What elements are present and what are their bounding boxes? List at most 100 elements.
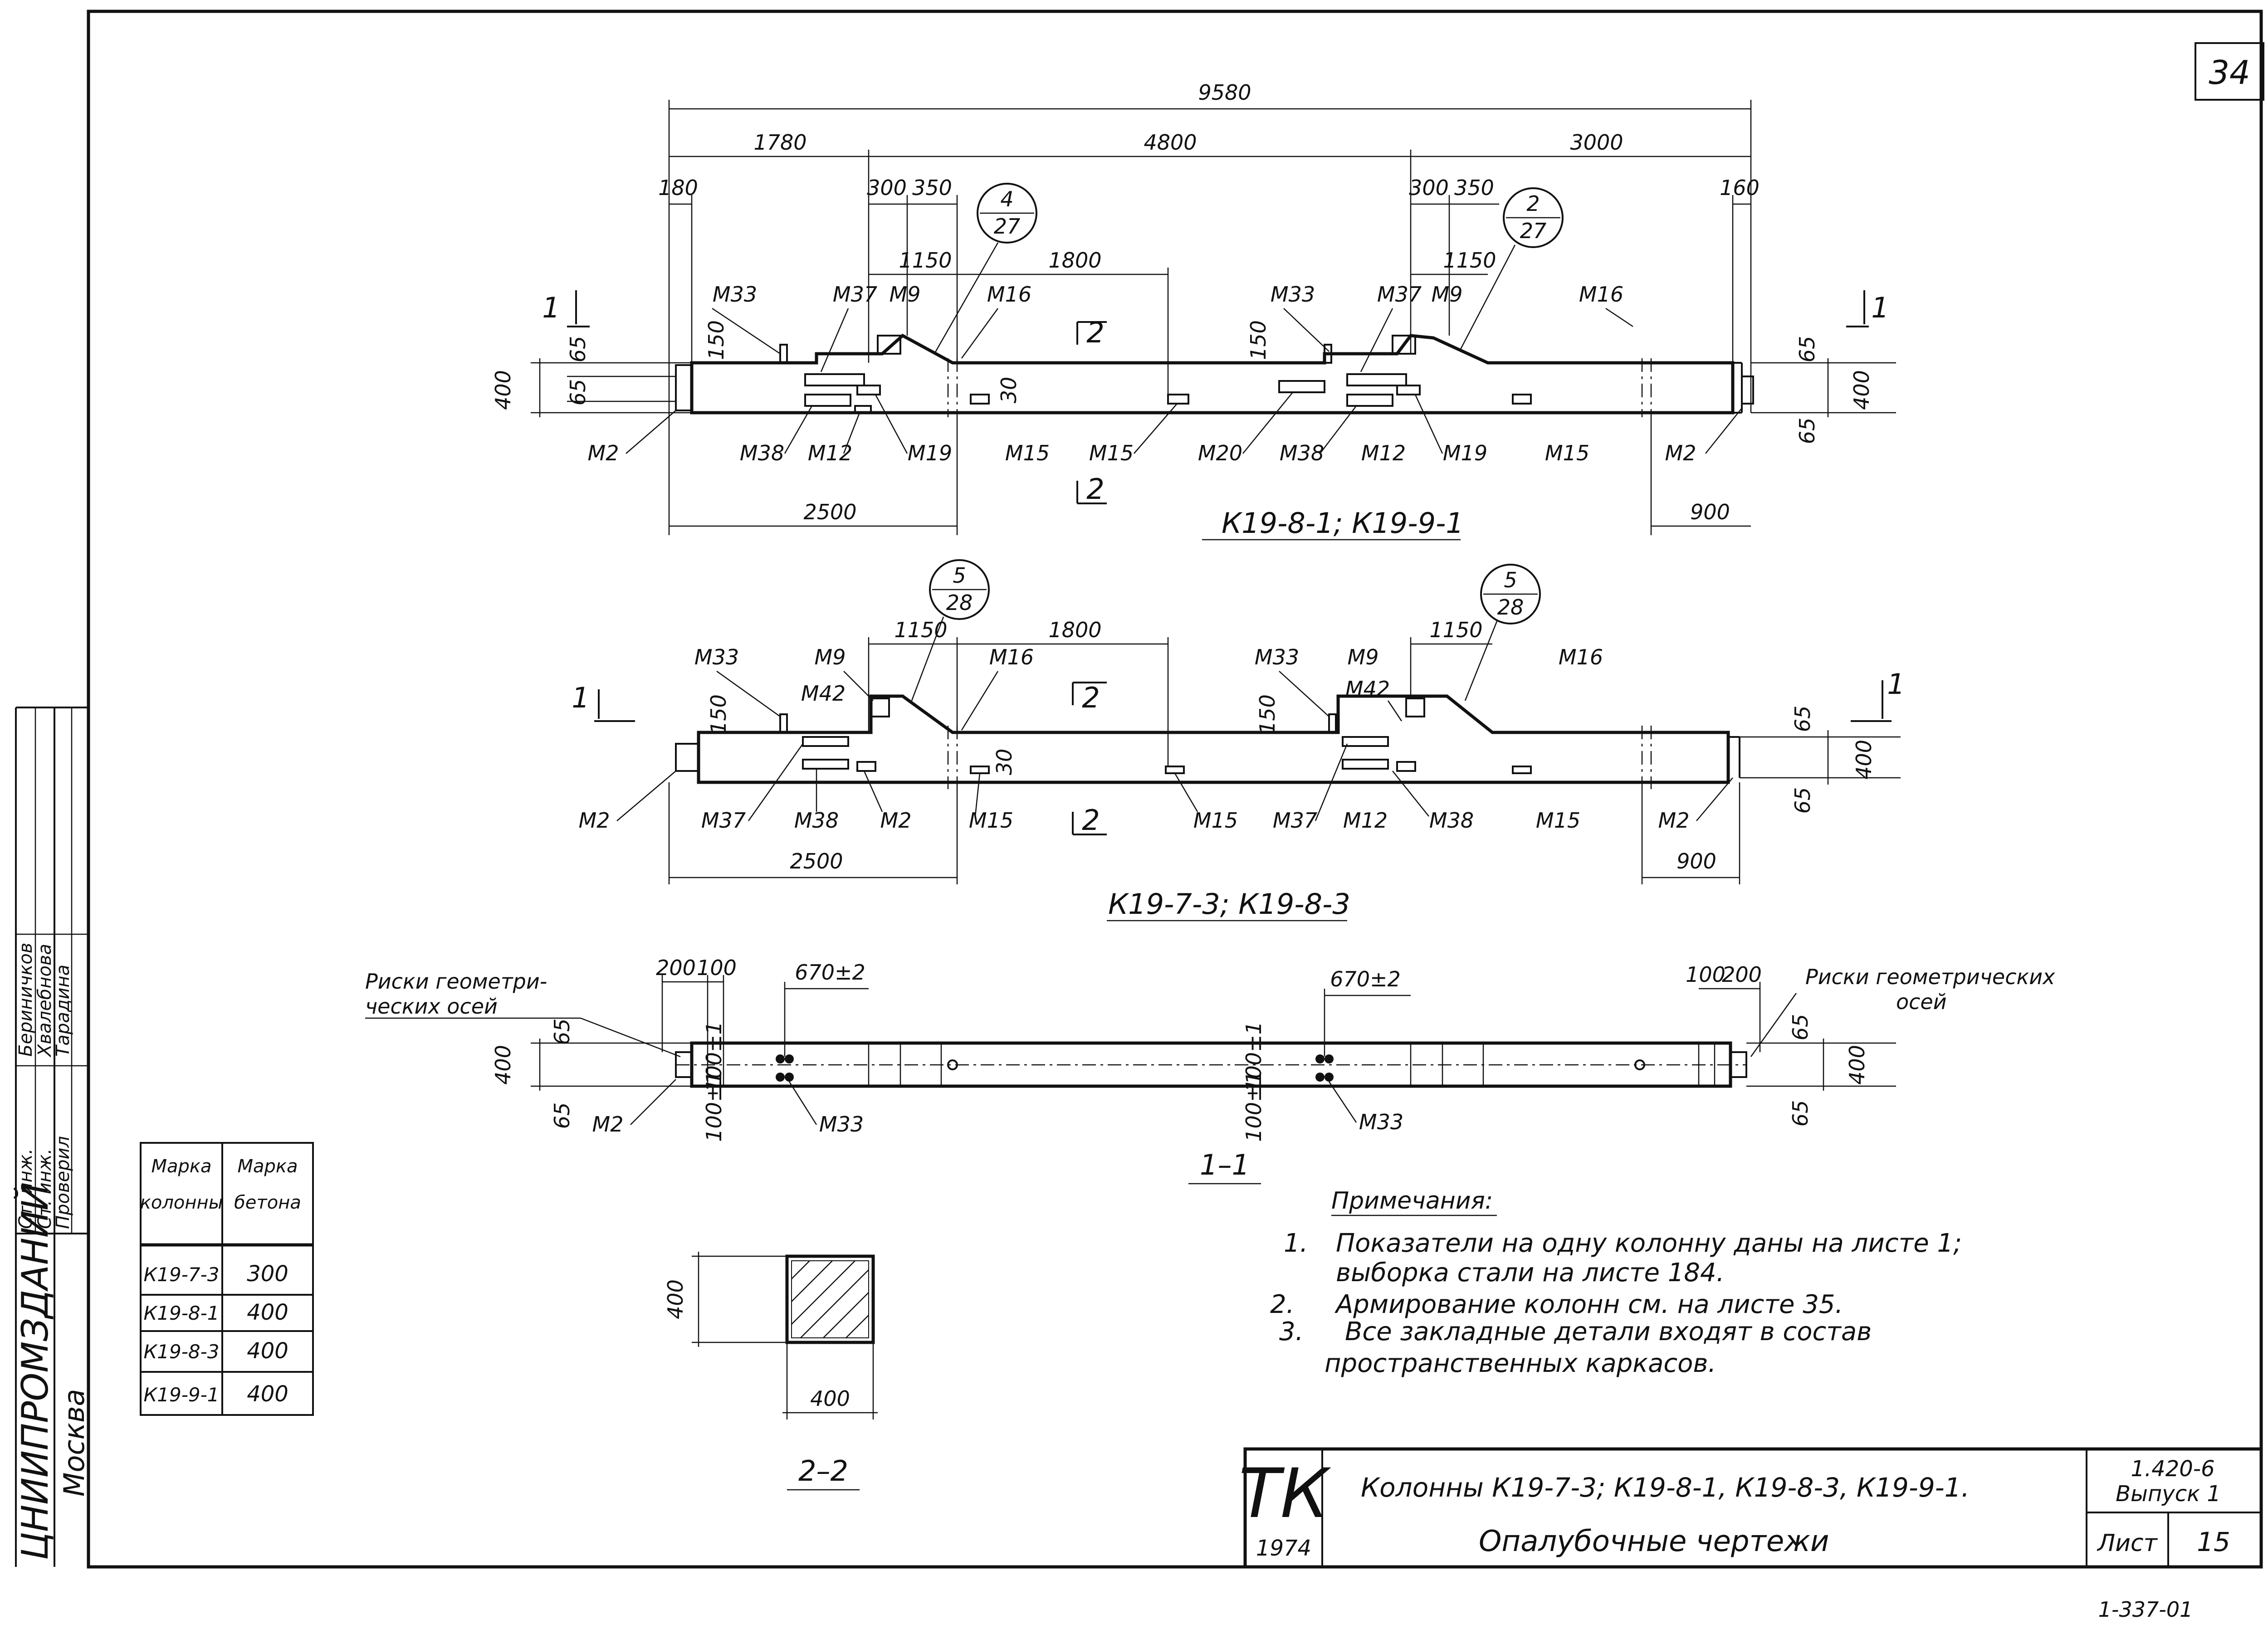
org-name: ЦНИИПРОМЗДАНИЙ <box>14 1183 56 1560</box>
svg-text:150: 150 <box>1246 320 1271 360</box>
svg-text:100: 100 <box>697 956 737 980</box>
svg-text:1800: 1800 <box>1048 618 1101 642</box>
svg-text:400: 400 <box>491 1045 515 1085</box>
svg-text:30: 30 <box>997 377 1021 404</box>
svg-text:150: 150 <box>706 694 731 734</box>
view1-callout-1: 4 27 <box>934 183 1037 354</box>
svg-text:М38: М38 <box>1429 808 1474 833</box>
svg-text:200: 200 <box>656 956 696 980</box>
table-header-col2-line2: бетона <box>234 1192 301 1213</box>
svg-text:М15: М15 <box>1536 808 1580 833</box>
section-1-1-marks: М2 М33 М33 <box>592 1079 1403 1136</box>
sheet-number: 15 <box>2197 1527 2230 1557</box>
org-mark: ТК <box>1239 1454 1331 1533</box>
svg-text:М37: М37 <box>1273 808 1317 833</box>
svg-text:осей: осей <box>1896 990 1947 1014</box>
svg-text:300: 300 <box>867 176 907 200</box>
table-cell: К19-8-1 <box>143 1302 219 1324</box>
svg-text:400: 400 <box>1845 1045 1869 1085</box>
svg-text:3000: 3000 <box>1570 130 1623 155</box>
table-cell: К19-9-1 <box>143 1384 219 1406</box>
table-cell: К19-8-3 <box>143 1341 219 1363</box>
svg-text:1150: 1150 <box>1443 248 1496 273</box>
svg-text:2: 2 <box>1086 473 1104 506</box>
svg-text:М37: М37 <box>701 808 746 833</box>
svg-text:350: 350 <box>1454 176 1494 200</box>
section-2-2-caption: 2–2 <box>798 1454 848 1488</box>
view1-height-dims: 400 65 65 150 150 30 65 400 65 <box>491 320 1896 444</box>
svg-text:1: 1 <box>542 291 560 324</box>
svg-text:400: 400 <box>1852 740 1876 780</box>
svg-text:М33: М33 <box>1271 282 1315 307</box>
svg-text:1: 1 <box>1871 291 1889 324</box>
svg-text:М19: М19 <box>1443 441 1487 465</box>
svg-text:М2: М2 <box>592 1112 624 1136</box>
stamp-code: 1.420-6 <box>2131 1456 2214 1482</box>
svg-text:М16: М16 <box>987 282 1031 307</box>
view2-caption: К19-7-3; К19-8-3 <box>1108 888 1350 921</box>
view1-marks-bottom: М2 М38 М12 М19 М15 М15 М20 М38 М12 М19 М… <box>588 392 1742 465</box>
sheet-frame: 34 <box>87 10 2264 1569</box>
svg-text:М9: М9 <box>890 282 921 307</box>
svg-text:350: 350 <box>912 176 952 200</box>
svg-text:670±2: 670±2 <box>1330 967 1401 991</box>
svg-text:М16: М16 <box>989 645 1034 669</box>
svg-text:М38: М38 <box>794 808 839 833</box>
view2-section-markers: 1 1 2 2 <box>572 668 1905 837</box>
view2-marks-top: М33 М9 М42 М16 М33 М9 М42 М16 <box>694 645 1603 731</box>
table-cell: 400 <box>247 1338 288 1364</box>
svg-text:2: 2 <box>1082 804 1100 837</box>
note-3-line-2: пространственных каркасов. <box>1325 1349 1716 1378</box>
svg-text:2500: 2500 <box>790 849 843 873</box>
svg-text:М16: М16 <box>1559 645 1603 669</box>
svg-text:100±1: 100±1 <box>1242 1071 1266 1142</box>
svg-text:100±1: 100±1 <box>1242 1021 1266 1092</box>
svg-text:5: 5 <box>1504 568 1517 592</box>
svg-text:М2: М2 <box>1658 808 1690 833</box>
svg-text:М9: М9 <box>1432 282 1463 307</box>
table-cell: 400 <box>247 1381 288 1407</box>
signature-name-3: Тарадина <box>53 965 73 1057</box>
svg-text:М33: М33 <box>1255 645 1299 669</box>
table-header-col1-line1: Марка <box>151 1156 211 1177</box>
svg-text:М2: М2 <box>880 808 912 833</box>
table-cell: 400 <box>247 1300 288 1325</box>
svg-text:2: 2 <box>1086 316 1104 349</box>
signature-name-1: Бериничков <box>15 943 36 1057</box>
svg-text:2: 2 <box>1082 681 1100 714</box>
note-1-line-1: Показатели на одну колонну даны на листе… <box>1336 1229 1962 1258</box>
section-2-2-width: 400 <box>810 1386 850 1411</box>
svg-text:М2: М2 <box>1665 441 1696 465</box>
svg-text:М33: М33 <box>694 645 739 669</box>
note-1-number: 1. <box>1284 1229 1308 1258</box>
svg-text:1150: 1150 <box>899 248 952 273</box>
svg-text:М33: М33 <box>1359 1110 1403 1134</box>
svg-text:Риски геометрических: Риски геометрических <box>1805 965 2055 989</box>
svg-text:100: 100 <box>1686 962 1725 987</box>
note-3-number: 3. <box>1279 1317 1303 1346</box>
view1-section-markers: 1 1 2 2 <box>542 290 1889 506</box>
svg-text:М42: М42 <box>801 681 846 706</box>
svg-text:1150: 1150 <box>1429 618 1482 642</box>
signature-name-2: Хвалебнова <box>34 944 55 1058</box>
svg-text:400: 400 <box>491 370 515 410</box>
svg-text:М33: М33 <box>713 282 757 307</box>
view1-elevation: 9580 1780 4800 3000 180 300 350 300 350 … <box>491 80 1896 541</box>
svg-text:М15: М15 <box>1545 441 1589 465</box>
svg-text:М15: М15 <box>969 808 1013 833</box>
svg-text:1800: 1800 <box>1048 248 1101 273</box>
svg-text:М20: М20 <box>1198 441 1242 465</box>
svg-text:27: 27 <box>994 214 1021 239</box>
svg-text:4800: 4800 <box>1144 130 1197 155</box>
signature-role-1: Ст. инж. <box>15 1148 36 1229</box>
svg-text:200: 200 <box>1722 962 1762 987</box>
view1-dimensions-bottom: 2500 900 <box>668 413 1751 535</box>
section-1-1: 200 100 670±2 670±2 100 200 400 65 65 10… <box>365 956 2055 1185</box>
view2-marks-bottom: М2 М37 М38 М2 М15 М15 М37 М12 М38 М15 М2 <box>579 743 1733 833</box>
view2-callout-2: 5 28 <box>1464 564 1541 701</box>
section-1-1-caption: 1–1 <box>1200 1148 1250 1181</box>
table-header-col2-line1: Марка <box>237 1156 298 1177</box>
svg-text:М2: М2 <box>588 441 619 465</box>
svg-text:65: 65 <box>1795 418 1819 444</box>
svg-text:М2: М2 <box>579 808 610 833</box>
